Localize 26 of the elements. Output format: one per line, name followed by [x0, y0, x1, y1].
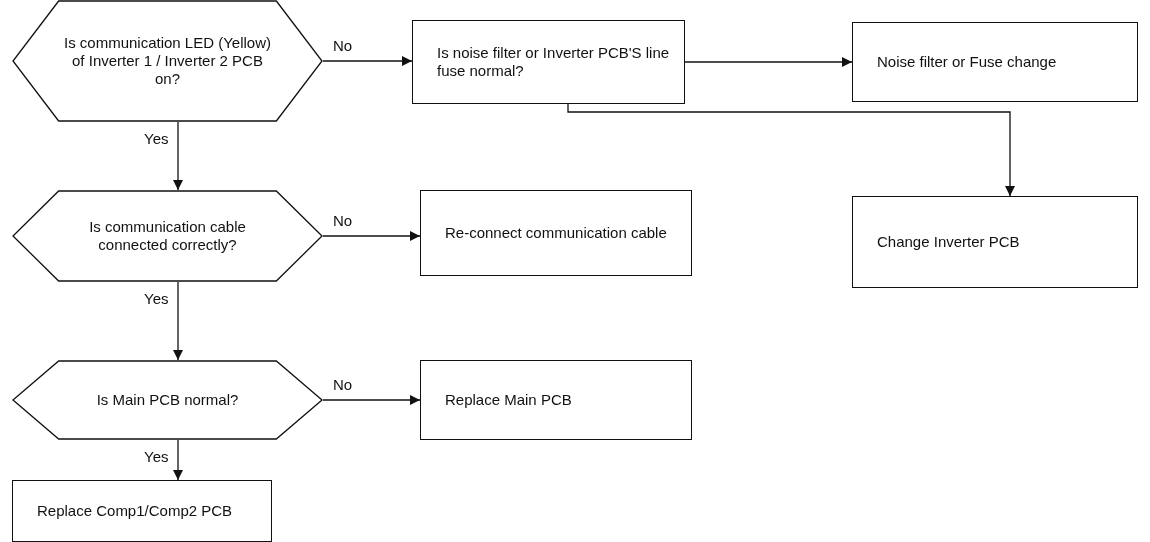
arrow [322, 395, 421, 405]
decision-hexagon [12, 190, 323, 282]
decision-hexagon [12, 0, 323, 122]
process-box [420, 360, 692, 440]
decision-hexagon [12, 360, 323, 440]
process-box [412, 20, 685, 104]
arrow [173, 439, 183, 481]
arrow [322, 231, 421, 241]
node-text: Replace Comp1/Comp2 PCB [37, 502, 233, 520]
node-text: Is noise filter or Inverter PCB'S line fuse normal? [437, 44, 671, 80]
process-box [852, 196, 1138, 288]
process-box [852, 22, 1138, 102]
node-text: Is Main PCB normal? [96, 391, 239, 409]
arrow [173, 121, 183, 191]
node-text: Re-connect communication cable [445, 224, 667, 242]
node-text: Noise filter or Fuse change [877, 53, 1057, 71]
arrow [567, 103, 1015, 197]
arrow [173, 281, 183, 361]
process-box [12, 480, 272, 542]
node-text: Is communication cable connected correctly? [88, 218, 247, 254]
arrow [684, 57, 853, 67]
arrow [322, 56, 413, 66]
process-box [420, 190, 692, 276]
node-text: Is communication LED (Yellow) of Inverter 1 / Inverter 2 PCB on? [63, 34, 272, 88]
node-text: Change Inverter PCB [877, 233, 1020, 251]
node-text: Replace Main PCB [445, 391, 572, 409]
